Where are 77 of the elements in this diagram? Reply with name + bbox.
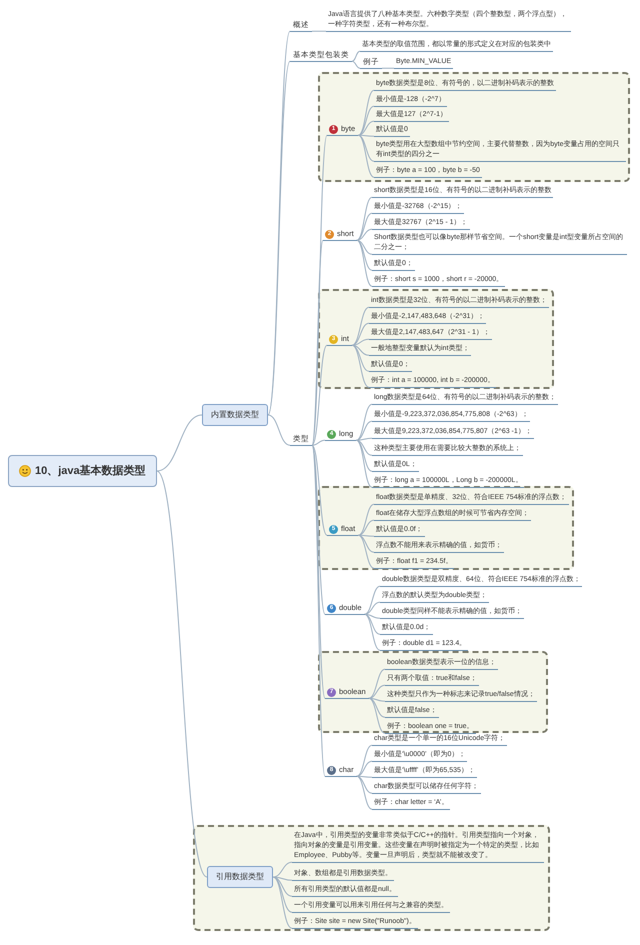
connector-curve: [356, 760, 372, 777]
connector-curve: [358, 106, 374, 136]
connector-curve: [351, 306, 370, 346]
type-topic: [323, 228, 357, 241]
dashed-boundary: [318, 289, 554, 389]
connector-curve: [351, 344, 370, 372]
dashed-boundary: [318, 72, 630, 182]
connector-curve: [268, 414, 290, 446]
connector-curve: [364, 614, 380, 635]
connector-curve: [356, 404, 372, 441]
connector-curve: [352, 50, 360, 62]
connector-curve: [368, 698, 386, 718]
connector-curve: [352, 60, 360, 69]
connector-curve: [356, 744, 372, 777]
connector-curve: [364, 586, 380, 615]
dashed-boundary: [193, 825, 550, 931]
connector-curve: [356, 420, 372, 441]
connector-curve: [312, 444, 328, 536]
type-topic: [327, 333, 352, 346]
connector-curve: [156, 414, 202, 472]
connector-curve: [358, 504, 374, 536]
connector-curve: [312, 30, 326, 32]
root-topic-box: [8, 455, 157, 487]
connector-curve: [358, 534, 374, 553]
connector-curve: [356, 776, 372, 810]
branch-box: 内置数据类型: [202, 404, 268, 426]
connector-curve: [356, 240, 372, 287]
connector-curve: [272, 862, 292, 878]
connector-curve: [356, 438, 372, 441]
connector-curve: [356, 240, 372, 255]
type-topic: [325, 686, 369, 699]
connector-curve: [356, 196, 372, 241]
connector-curve: [356, 212, 372, 241]
connector-curve: [351, 344, 370, 388]
connector-curve: [358, 120, 374, 136]
connector-curve: [356, 776, 372, 794]
connector-curve: [358, 134, 374, 178]
connector-curve: [358, 134, 374, 137]
connector-curve: [356, 440, 372, 472]
connector-curve: [358, 534, 374, 569]
connector-curve: [312, 444, 326, 699]
connector-curve: [368, 698, 386, 702]
type-topic: [325, 602, 365, 615]
connector-curve: [312, 240, 324, 446]
connector-curve: [358, 90, 374, 136]
connector-curve: [272, 876, 292, 881]
connector-curve: [312, 444, 326, 615]
connector-curve: [156, 470, 208, 878]
connector-curve: [368, 684, 386, 699]
connector-curve: [364, 614, 380, 619]
connector-curve: [312, 444, 326, 777]
connector-curve: [312, 440, 326, 446]
connector-curve: [382, 68, 394, 69]
connector-curve: [358, 534, 374, 537]
dashed-boundary: [318, 486, 574, 570]
type-topic: [327, 123, 358, 136]
type-topic: [327, 523, 358, 536]
connector-curve: [272, 876, 292, 913]
connector-curve: [272, 876, 292, 929]
connector-curve: [356, 440, 372, 488]
type-topic: [325, 764, 357, 777]
connector-curve: [356, 776, 372, 778]
connector-curve: [356, 228, 372, 241]
connector-curve: [356, 240, 372, 271]
connector-curve: [364, 602, 380, 615]
dashed-boundary: [318, 651, 548, 733]
connector-curve: [312, 344, 328, 446]
connector-curve: [272, 876, 292, 897]
connector-curve: [358, 520, 374, 536]
connector-curve: [368, 698, 386, 734]
branch-box: 引用数据类型: [207, 866, 273, 888]
connector-curve: [358, 134, 374, 162]
root-title: 10、java基本数据类型: [35, 464, 146, 478]
connector-curve: [364, 614, 380, 651]
connector-curve: [368, 668, 386, 699]
type-topic: [325, 428, 356, 441]
connector-curve: [356, 440, 372, 456]
